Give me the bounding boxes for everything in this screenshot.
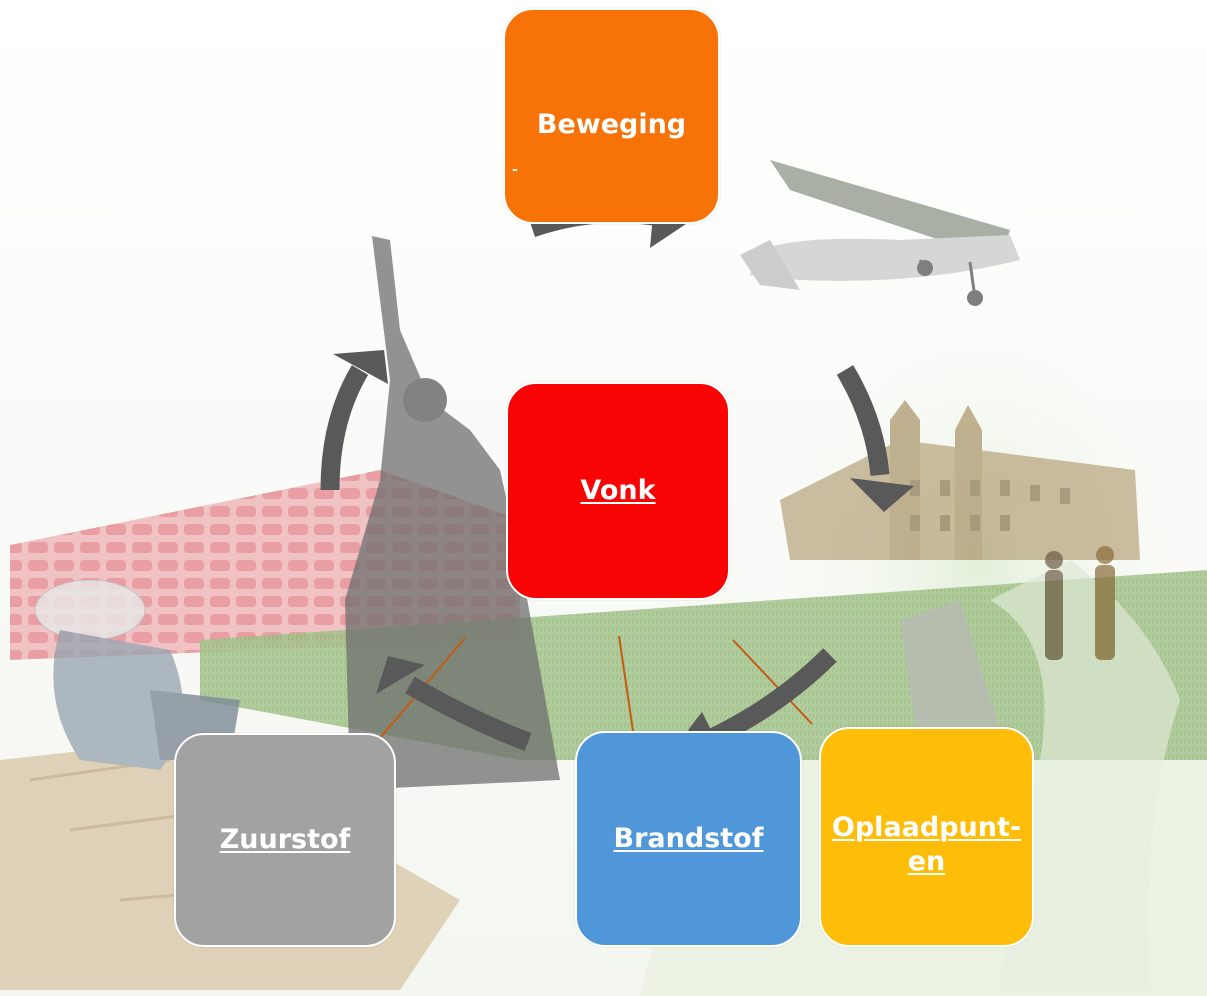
arrow-top-right-down-head	[850, 478, 914, 512]
arrow-top-right-down-shaft	[836, 365, 890, 476]
node-oplaadpunten-label: Oplaadpunt- en	[832, 811, 1021, 879]
node-oplaadpunten-label-line1: Oplaadpunt-	[831, 812, 1022, 844]
connector-vonk-brandstof	[618, 635, 634, 732]
node-oplaadpunten: Oplaadpunt- en	[819, 727, 1034, 947]
node-zuurstof: Zuurstof	[174, 733, 396, 947]
dancer-image	[345, 236, 560, 790]
node-beweging-note: -	[512, 162, 518, 178]
node-oplaadpunten-label-line2: en	[907, 846, 946, 877]
node-zuurstof-label: Zuurstof	[219, 824, 351, 856]
arrow-zuurstof-up-shaft	[320, 365, 369, 491]
arrow-zuurstof-up-head	[333, 350, 388, 384]
node-beweging-label: Beweging	[536, 109, 687, 140]
node-brandstof: Brandstof	[575, 731, 802, 947]
arrow-brandstof-to-zuurstof-shaft	[405, 676, 532, 751]
node-brandstof-label: Brandstof	[613, 823, 764, 855]
node-beweging: Beweging -	[503, 8, 720, 224]
node-vonk-label: Vonk	[580, 475, 656, 507]
arrow-right-to-brandstof-shaft	[707, 648, 837, 747]
node-vonk: Vonk	[506, 382, 730, 600]
connector-vonk-oplaadpunten	[732, 639, 813, 725]
airplane-image	[740, 160, 1020, 306]
arrow-brandstof-to-zuurstof-head	[376, 656, 425, 694]
